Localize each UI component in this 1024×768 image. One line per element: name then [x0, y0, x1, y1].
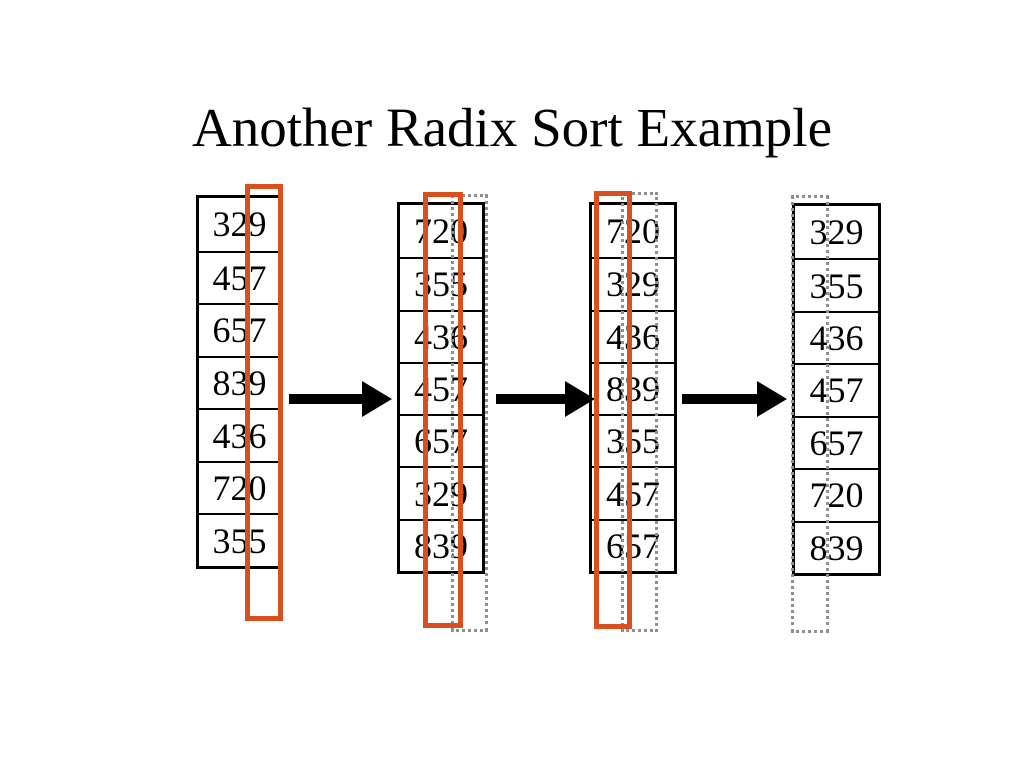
array-cell: 436	[795, 310, 878, 363]
arrow-head	[565, 381, 595, 417]
arrow-head	[362, 381, 392, 417]
array-cell: 657	[592, 518, 674, 571]
array-cell: 720	[795, 468, 878, 520]
array-cell: 329	[212, 204, 267, 245]
array-column-unsorted: 329 457 657 839 436 720 355	[196, 195, 283, 569]
array-cell: 355	[199, 513, 280, 566]
array-cell: 355	[592, 414, 674, 466]
array-cell: 436	[199, 408, 280, 461]
array-cell: 839	[199, 355, 280, 409]
digit-ghost-ones	[451, 194, 488, 632]
arrow-shaft	[496, 394, 565, 404]
array-cell: 720	[199, 460, 280, 514]
array-cell: 720	[606, 211, 660, 252]
array-cell: 457	[795, 363, 878, 415]
arrow-shaft	[682, 394, 757, 404]
digit-highlight-ones	[245, 184, 283, 621]
arrow-right-icon	[682, 381, 787, 417]
array-cell: 657	[795, 415, 878, 468]
array-cell: 329	[592, 257, 674, 309]
array-cell: 457	[592, 466, 674, 518]
digit-ghost-tens	[621, 192, 658, 632]
digit-ghost-hundreds	[791, 195, 829, 633]
array-column-sorted: 329 355 436 457 657 720 839	[792, 203, 881, 576]
array-cell: 657	[199, 303, 280, 356]
arrow-head	[757, 381, 787, 417]
array-cell: 839	[592, 361, 674, 414]
array-cell: 839	[795, 520, 878, 573]
array-cell: 457	[199, 250, 280, 304]
digit-highlight-tens	[423, 192, 463, 628]
array-cell: 329	[809, 212, 864, 253]
array-cell: 355	[795, 258, 878, 310]
array-cell: 436	[592, 309, 674, 362]
arrow-right-icon	[496, 381, 595, 417]
array-column-pass2: 720 329 436 839 355 457 657	[589, 202, 677, 574]
arrow-right-icon	[289, 381, 392, 417]
slide-title: Another Radix Sort Example	[191, 97, 833, 158]
arrow-shaft	[289, 394, 362, 404]
digit-highlight-hundreds	[594, 191, 632, 629]
